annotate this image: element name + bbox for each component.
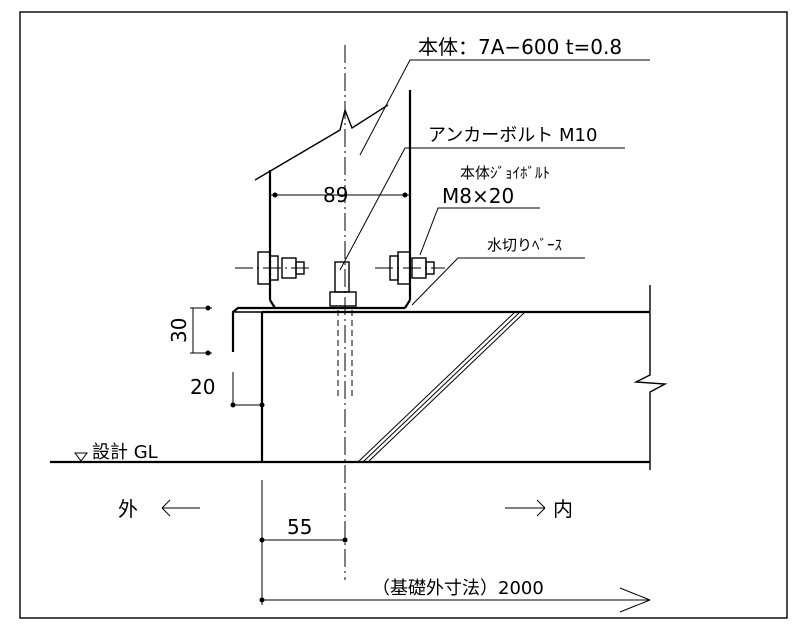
joint-bolt-left — [235, 251, 310, 285]
joint-bolt-size-label: M8×20 — [442, 184, 514, 208]
foundation-outer-label: （基礎外寸法）2000 — [372, 578, 544, 599]
joint-bolt-label: 本体ｼﾞｮｲﾎﾞﾙﾄ — [460, 164, 550, 182]
drip-base-plate — [231, 306, 275, 352]
dimension-89-text: 89 — [323, 183, 348, 207]
concrete-foundation — [260, 285, 668, 470]
body-material-label: 本体：7A−600 t=0.8 — [418, 35, 622, 59]
drip-base-label: 水切りﾍﾞｰｽ — [487, 236, 562, 254]
dimension-2000 — [259, 587, 651, 613]
design-gl-label: 設計 GL — [92, 442, 158, 463]
joint-bolt-right — [375, 251, 445, 285]
leader-lines — [339, 59, 650, 306]
dimension-20 — [230, 372, 265, 408]
outside-label: 外 — [118, 497, 138, 521]
outside-arrow — [161, 499, 200, 517]
gl-marker-icon — [74, 452, 88, 462]
dimension-30 — [190, 305, 212, 356]
dimension-89 — [270, 192, 410, 198]
sheet-border — [19, 11, 788, 619]
inside-label: 内 — [553, 497, 573, 521]
dimension-55 — [259, 480, 348, 605]
inside-arrow — [505, 499, 546, 517]
dimension-20-text: 20 — [190, 375, 215, 399]
anchor-bolt-label: アンカーボルト M10 — [428, 125, 597, 146]
anchor-bolt — [329, 261, 357, 400]
dimension-55-text: 55 — [287, 515, 312, 539]
dimension-30-text: 30 — [167, 318, 191, 343]
